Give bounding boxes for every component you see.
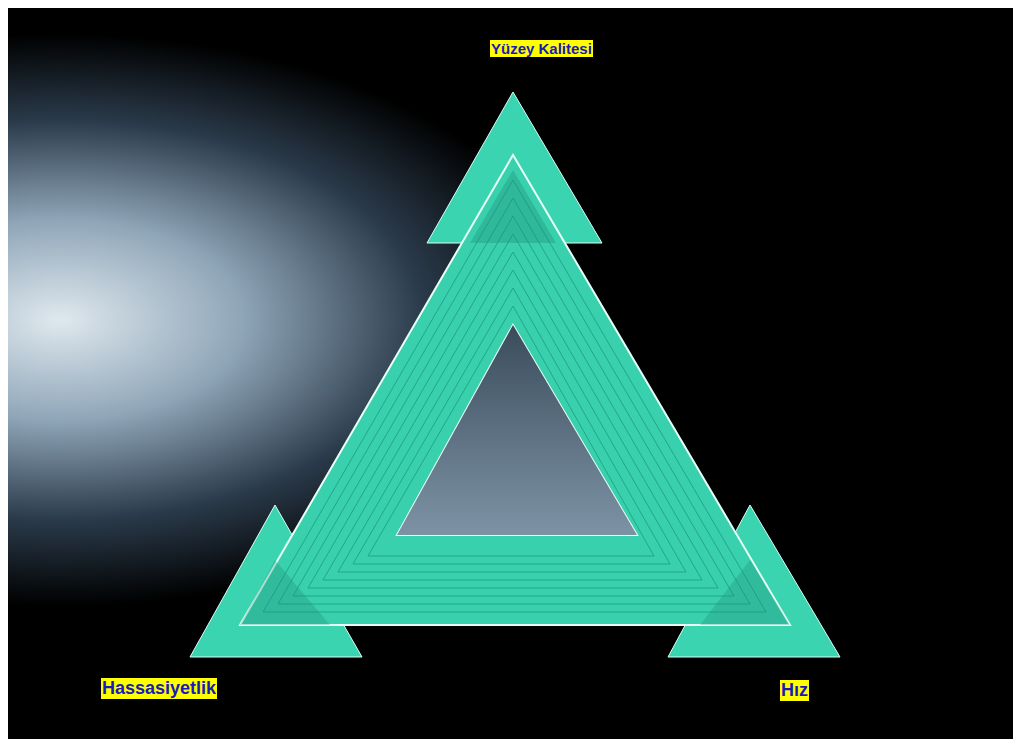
corner-label: Hassasiyetlik bbox=[101, 678, 217, 699]
corner-label: Yüzey Kalitesi bbox=[490, 40, 593, 57]
corner-label: Hız bbox=[780, 680, 809, 701]
